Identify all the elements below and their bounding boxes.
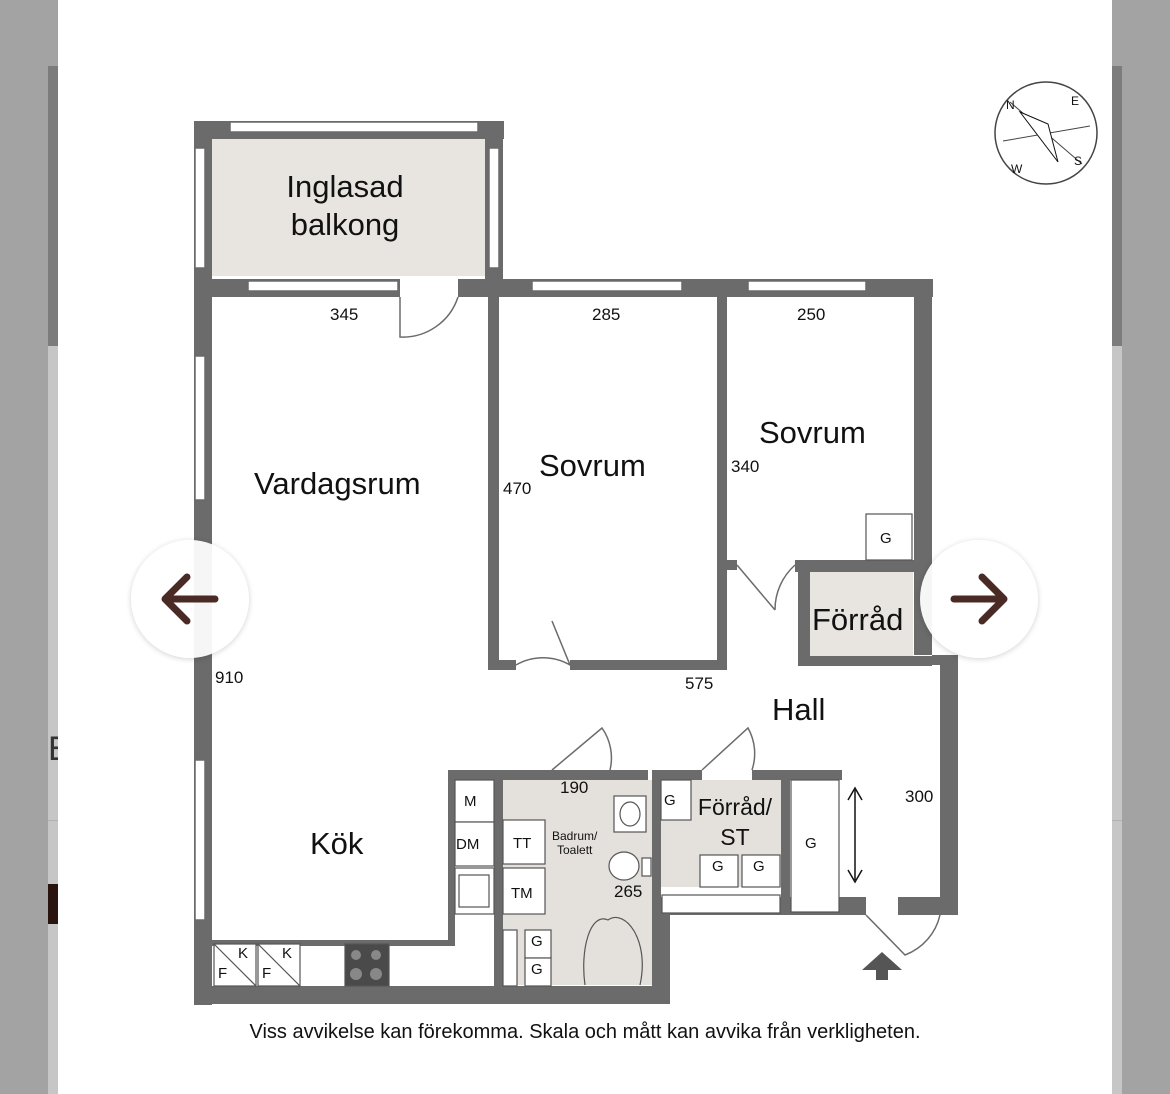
room-label-balcony: Inglasad balkong [286,169,404,242]
fixture-wardrobe-hall: G [805,835,817,852]
fixture-microwave: M [464,793,477,810]
dimension-living-depth: 910 [215,668,244,687]
background-block-fragment [48,884,58,924]
room-label-bedroom-1: Sovrum [539,448,646,483]
dimension-hall-depth: 300 [905,787,934,806]
compass-east: E [1071,94,1080,108]
windows [194,121,867,921]
balcony-floor [212,138,485,276]
fixture-wardrobe-storage-st: G [664,792,676,809]
storage-floor [810,571,913,658]
fixture-washer: TM [511,885,533,902]
dimension-bathroom-depth: 265 [614,882,643,901]
dimension-living-width: 345 [330,305,359,324]
room-label-kitchen: Kök [310,826,364,861]
fixture-wardrobe-st-2: G [753,858,765,875]
dimension-bedroom-1-depth: 470 [503,479,532,498]
compass-north: N [1006,98,1015,112]
next-image-button[interactable] [920,540,1038,658]
fixture-outlines [213,513,913,987]
dimension-bedroom-1-width: 285 [592,305,621,324]
room-label-storage: Förråd [812,602,904,637]
fixture-wardrobe-st-1: G [712,858,724,875]
dimension-bathroom-width: 190 [560,778,589,797]
fixture-freezer-2: F [262,965,272,982]
arrow-left-icon [161,573,219,625]
fixture-wardrobe-bath-2: G [531,961,543,978]
fixture-fridge-2: K [282,945,293,962]
dimension-bedroom-2-depth: 340 [731,457,760,476]
fixture-wardrobe-bedroom: G [880,530,892,547]
dimension-hall-width: 575 [685,674,714,693]
door-swings [399,296,941,956]
room-label-storage-st: Förråd/ ST [697,794,773,850]
fixture-wardrobe-bath-1: G [531,933,543,950]
room-label-bathroom: Badrum/ Toalett [552,829,598,857]
fixture-dryer: TT [513,835,532,852]
room-label-living: Vardagsrum [254,466,421,501]
compass-south: S [1074,154,1083,168]
room-label-hall: Hall [772,692,826,727]
previous-image-button[interactable] [131,540,249,658]
sliding-arrow [847,786,863,884]
disclaimer-text: Viss avvikelse kan förekomma. Skala och … [249,1021,921,1043]
fixture-dishwasher: DM [456,836,480,853]
dimension-bedroom-2-width: 250 [797,305,826,324]
compass [994,81,1098,185]
entrance-marker [862,952,902,980]
room-label-bedroom-2: Sovrum [759,415,866,450]
arrow-right-icon [950,573,1008,625]
fixture-freezer-1: F [218,965,228,982]
compass-west: W [1011,162,1023,176]
stove-burners [350,950,382,980]
fixture-fridge-1: K [238,945,249,962]
